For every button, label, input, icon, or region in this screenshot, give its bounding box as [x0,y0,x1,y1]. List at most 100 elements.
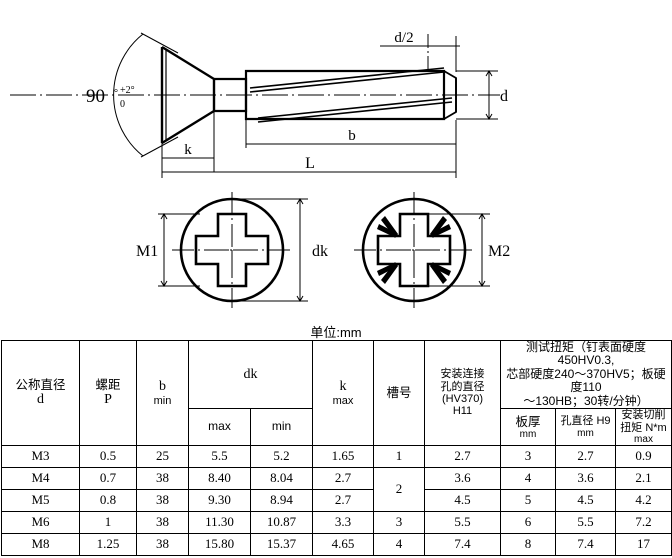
th-pitch: 螺距 P [79,340,137,446]
cell-b: 38 [136,467,189,490]
technical-drawing: d/2 d k b L 90 ° +2° 0 [10,30,510,308]
th-hole-diameter-l2: 孔的直径 [440,380,485,393]
table-header-row-3: max min [2,408,672,446]
label-angle-tol-upper: +2° [120,85,135,96]
cell-b: 38 [136,533,189,556]
cell-hole-diameter-h9: 2.7 [555,445,616,468]
dimension-b [245,120,457,148]
th-slot-number-label: 槽号 [386,385,412,400]
cell-k: 4.65 [312,533,374,556]
cell-b: 38 [136,489,189,512]
th-nominal-diameter-cn: 公称直径 [15,378,66,393]
cell-cutting-torque: 7.2 [615,511,672,534]
head-view-phillips [172,192,292,308]
cell-b: 25 [136,445,189,468]
cell-hole-diameter: 3.6 [424,467,501,490]
label-d: d [500,88,508,105]
cell-dk-max: 8.40 [188,467,251,490]
th-hole-diameter-l1: 安装连接 [440,368,485,381]
cell-plate-thickness: 6 [500,511,556,534]
cell-b: 38 [136,511,189,534]
pozidriv-head-circle [361,197,467,303]
th-test-torque-l3: ～130HB；30转/分钟） [523,393,649,408]
th-plate-thickness: 板厚 mm [500,408,556,446]
table-header-row-1: 公称直径 d 螺距 P b min dk k [1,339,672,446]
cell-dk-max: 11.30 [188,511,251,534]
th-test-torque-l2: 芯部硬度240～370HV5；板硬度110 [506,366,666,395]
angle-leader-top [140,32,179,54]
cell-hole-diameter: 4.5 [424,489,501,512]
th-cutting-torque-l2: 扭矩 N*m [620,421,667,434]
dimension-dk [232,198,308,302]
cell-slot-number: 4 [373,533,425,556]
table-body: M3 0.5 25 5.5 5.2 1.65 1 2.7 3 2.7 0.9 M… [1,445,672,556]
cell-slot-number: 1 [373,445,425,468]
cell-slot-number: 2 [373,467,425,512]
label-M2: M2 [488,243,510,260]
th-b-sub: min [153,394,172,407]
th-hole-diameter-l3: (HV370) [442,393,483,405]
cell-k: 2.7 [312,467,374,490]
dimension-M1 [158,213,200,287]
th-cutting-torque-l3: max [634,433,653,445]
dimension-L [161,148,457,178]
th-b: b min [136,340,189,446]
angle-arc [113,33,144,157]
label-angle-value: 90 [86,86,105,107]
cell-dk-min: 8.04 [250,467,313,490]
cell-dk-min: 15.37 [250,533,313,556]
cell-hole-diameter: 2.7 [424,445,501,468]
th-plate-thickness-unit: mm [519,428,537,440]
th-pitch-sym: P [104,392,112,408]
th-hole-diameter-h9-unit: mm [577,427,594,439]
cell-cutting-torque: 2.1 [615,467,672,490]
dimension-d-half [380,34,460,72]
label-dk: dk [312,243,328,260]
label-k: k [184,142,192,158]
cell-dk-min: 8.94 [250,489,313,512]
cell-cutting-torque: 4.2 [615,489,672,512]
cell-hole-diameter: 5.5 [424,511,501,534]
cell-plate-thickness: 4 [500,467,556,490]
th-test-torque-note: 测试扭矩（钉表面硬度450HV0.3, 芯部硬度240～370HV5；板硬度11… [500,339,672,410]
th-nominal-diameter-sym: d [37,392,44,408]
cell-hole-diameter: 7.4 [424,533,501,556]
th-k: k max [312,340,374,446]
th-cutting-torque: 安装切削 扭矩 N*m max [615,408,672,446]
cell-pitch: 1 [79,511,137,534]
screw-head-outline [161,45,216,145]
th-plate-thickness-l1: 板厚 [515,414,541,429]
dimension-M2 [428,213,490,287]
cell-dk-max: 9.30 [188,489,251,512]
cell-slot-number: 3 [373,511,425,534]
cell-dk-min: 10.87 [250,511,313,534]
cell-nominal-diameter: M8 [1,533,80,556]
th-hole-diameter: 安装连接 孔的直径 (HV370) H11 [424,340,501,446]
label-L: L [305,155,315,172]
label-b: b [348,128,356,144]
th-slot-number: 槽号 [373,340,425,446]
th-hole-diameter-h9-l1: 孔直径 H9 [560,415,611,428]
cell-hole-diameter-h9: 4.5 [555,489,616,512]
label-d-half: d/2 [394,30,413,46]
cell-nominal-diameter: M6 [1,511,80,534]
cell-pitch: 0.8 [79,489,137,512]
cell-dk-max: 5.5 [188,445,251,468]
th-k-sub: max [332,394,354,407]
angle-leader-bottom [140,136,179,158]
th-dk-max: max [188,408,251,446]
th-cutting-torque-l1: 安装切削 [621,409,666,422]
label-angle-degree: ° [114,88,118,99]
table-row: M3 0.5 25 5.5 5.2 1.65 1 2.7 3 2.7 0.9 [1,445,672,468]
cell-nominal-diameter: M3 [1,445,80,468]
cell-hole-diameter-h9: 3.6 [555,467,616,490]
cell-nominal-diameter: M5 [1,489,80,512]
cell-pitch: 0.7 [79,467,137,490]
label-angle-tol-lower: 0 [120,99,125,110]
table-row: M8 1.25 38 15.80 15.37 4.65 4 7.4 8 7.4 … [1,533,672,556]
cell-plate-thickness: 5 [500,489,556,512]
phillips-cross-recess [194,212,270,288]
th-test-torque-l1: 测试扭矩（钉表面硬度450HV0.3, [525,340,646,368]
thread-helix-lines [249,67,453,123]
head-view-pozidriv [354,192,474,308]
